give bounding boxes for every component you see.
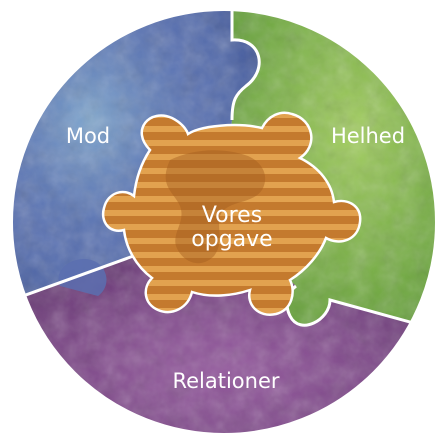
center-label-line1: Vores: [202, 203, 262, 228]
segment-label-relationer: Relationer: [172, 369, 279, 393]
center-piece: Vores opgave: [101, 111, 362, 316]
segment-label-helhed: Helhed: [331, 124, 405, 148]
center-label-line2: opgave: [191, 227, 272, 252]
segment-label-mod: Mod: [66, 124, 110, 148]
